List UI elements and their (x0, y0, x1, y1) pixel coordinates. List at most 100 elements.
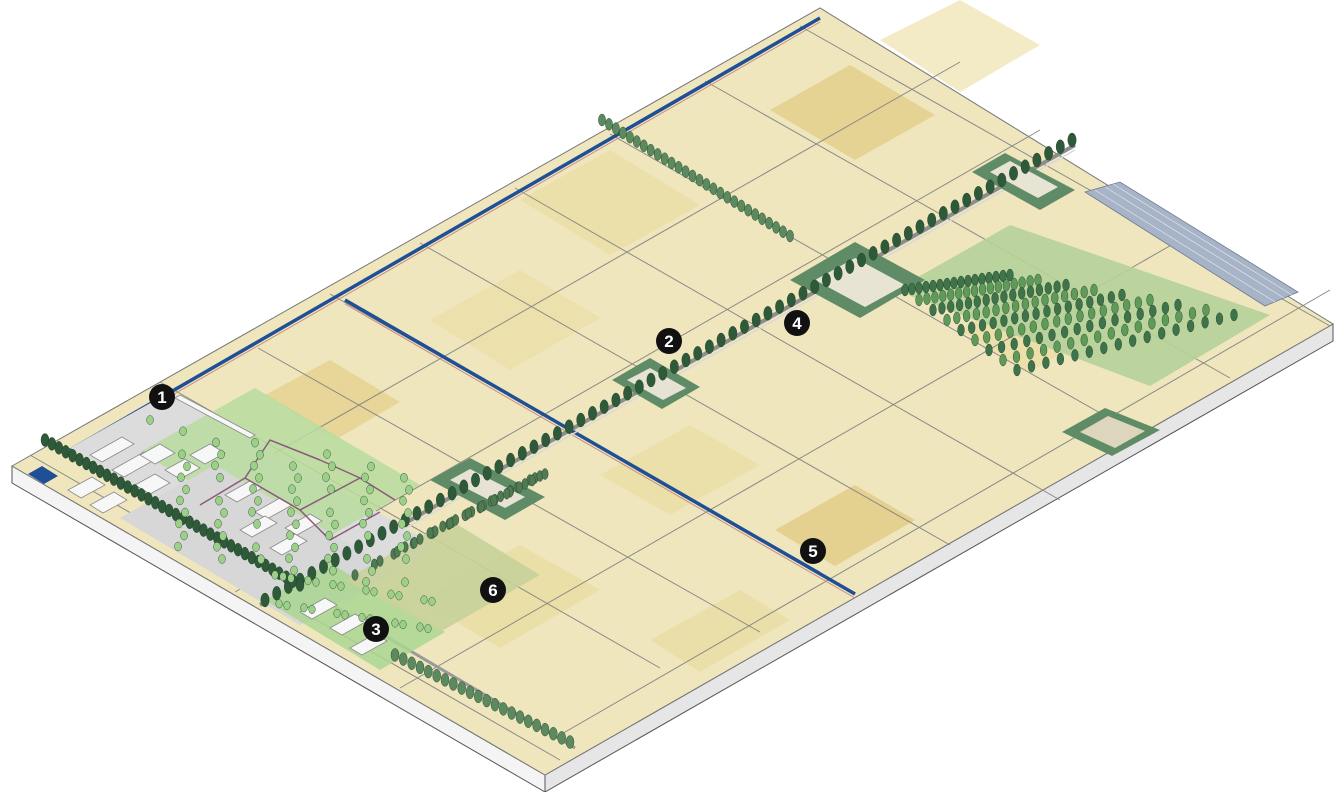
village-tree (402, 554, 410, 564)
marker-3-label: 3 (371, 620, 380, 639)
orchard-tree (986, 281, 995, 295)
orchard-tree (1002, 301, 1010, 315)
orchard-tree (1013, 363, 1021, 377)
marker-2[interactable]: 2 (656, 328, 682, 354)
orchard-tree (955, 287, 963, 300)
village-tree (182, 484, 190, 495)
village-tree (174, 541, 182, 552)
orchard-tree (947, 288, 955, 301)
orchard-tree (528, 474, 536, 487)
orchard-tree (1100, 341, 1108, 355)
orchard-tree (1123, 299, 1131, 312)
orchard-tree (1009, 288, 1017, 302)
orchard-tree (1010, 337, 1018, 351)
avenue-tree (564, 419, 574, 434)
avenue-tree (1032, 152, 1042, 168)
avenue-tree (272, 586, 282, 601)
marker-5[interactable]: 5 (800, 538, 826, 564)
village-tree (365, 508, 373, 518)
village-tree (387, 589, 395, 599)
marker-3[interactable]: 3 (363, 616, 389, 642)
village-tree (218, 554, 226, 564)
field-parcel-mid (650, 590, 790, 672)
field-parcel-mid (600, 425, 760, 515)
village-tree (341, 610, 349, 620)
orchard-tree (1064, 300, 1072, 313)
village-tree (300, 603, 308, 613)
avenue-tree (330, 552, 340, 568)
avenue-tree (588, 406, 597, 421)
village-tree (405, 485, 413, 495)
upper-avenue-tree (702, 178, 711, 191)
orchard-tree (1085, 345, 1093, 358)
avenue-tree (810, 279, 820, 294)
upper-avenue-tree (723, 191, 732, 204)
village-tree (217, 449, 225, 460)
water-channels (28, 16, 856, 599)
orchard-tree (541, 468, 549, 480)
orchard-tree (982, 293, 990, 307)
orchard-tree (416, 533, 424, 545)
orchard-tree (1215, 312, 1224, 325)
marker-1[interactable]: 1 (149, 384, 175, 410)
lower-avenue-tree (490, 698, 500, 712)
orchard-tree (1188, 307, 1197, 320)
avenue-tree (786, 292, 796, 308)
village-tree (368, 566, 376, 576)
avenue-tree (845, 259, 855, 274)
orchard-tree (971, 273, 979, 287)
avenue-tree (716, 332, 726, 348)
lower-avenue-tree (565, 735, 575, 749)
upper-avenue-tree (667, 156, 676, 170)
village-tree (249, 484, 257, 494)
avenue-tree (447, 486, 457, 501)
village-tree (361, 472, 369, 483)
marker-1-label: 1 (157, 388, 166, 407)
orchard-tree (1000, 290, 1008, 303)
lower-avenue-tree (407, 656, 416, 670)
avenue-tree (599, 399, 609, 414)
avenue-tree (506, 452, 515, 468)
upper-avenue-tree (640, 139, 648, 153)
marker-2-label: 2 (664, 332, 673, 351)
avenue-tree (751, 312, 761, 328)
orchard-tree (947, 300, 955, 313)
upper-avenue-tree (716, 186, 725, 200)
upper-avenue-tree (765, 216, 773, 230)
orchard-tree (962, 285, 971, 299)
village-tree (325, 530, 333, 541)
orchard-tree (1146, 293, 1154, 307)
marker-4[interactable]: 4 (784, 310, 810, 336)
upper-avenue-tree (660, 152, 669, 165)
orchard-tree (943, 277, 951, 291)
orchard-tree (1021, 297, 1030, 311)
orchard-tree (1002, 279, 1010, 292)
upper-avenue-tree (688, 169, 697, 183)
upper-avenue-tree (779, 225, 787, 238)
avenue-tree (459, 479, 469, 494)
farm-cluster-top-right (972, 153, 1075, 210)
upper-avenue-tree (612, 122, 620, 135)
orchard-tree (464, 507, 472, 519)
village-tree (333, 608, 341, 618)
orchard-tree (1027, 360, 1036, 373)
village-tree (331, 519, 339, 530)
field-parcel-dark (770, 65, 935, 160)
avenue-tree (529, 439, 539, 454)
village-tree (293, 496, 301, 506)
village-tree (399, 496, 407, 506)
farm-cluster-bottom-right (1062, 408, 1160, 456)
orchard-tree (452, 514, 459, 526)
lower-avenue-tree (482, 693, 491, 708)
marker-6[interactable]: 6 (480, 577, 506, 603)
avenue-tree (658, 366, 668, 381)
orchard-tree (1129, 334, 1137, 347)
avenue-tree (541, 432, 551, 448)
orchard-tree (1099, 304, 1107, 317)
upper-avenue-tree (633, 135, 641, 148)
orchard-tree (985, 343, 993, 357)
village-tree (256, 450, 264, 460)
upper-avenue-tree (709, 182, 718, 195)
avenue-tree (1067, 132, 1077, 148)
orchard-tree (982, 305, 990, 319)
